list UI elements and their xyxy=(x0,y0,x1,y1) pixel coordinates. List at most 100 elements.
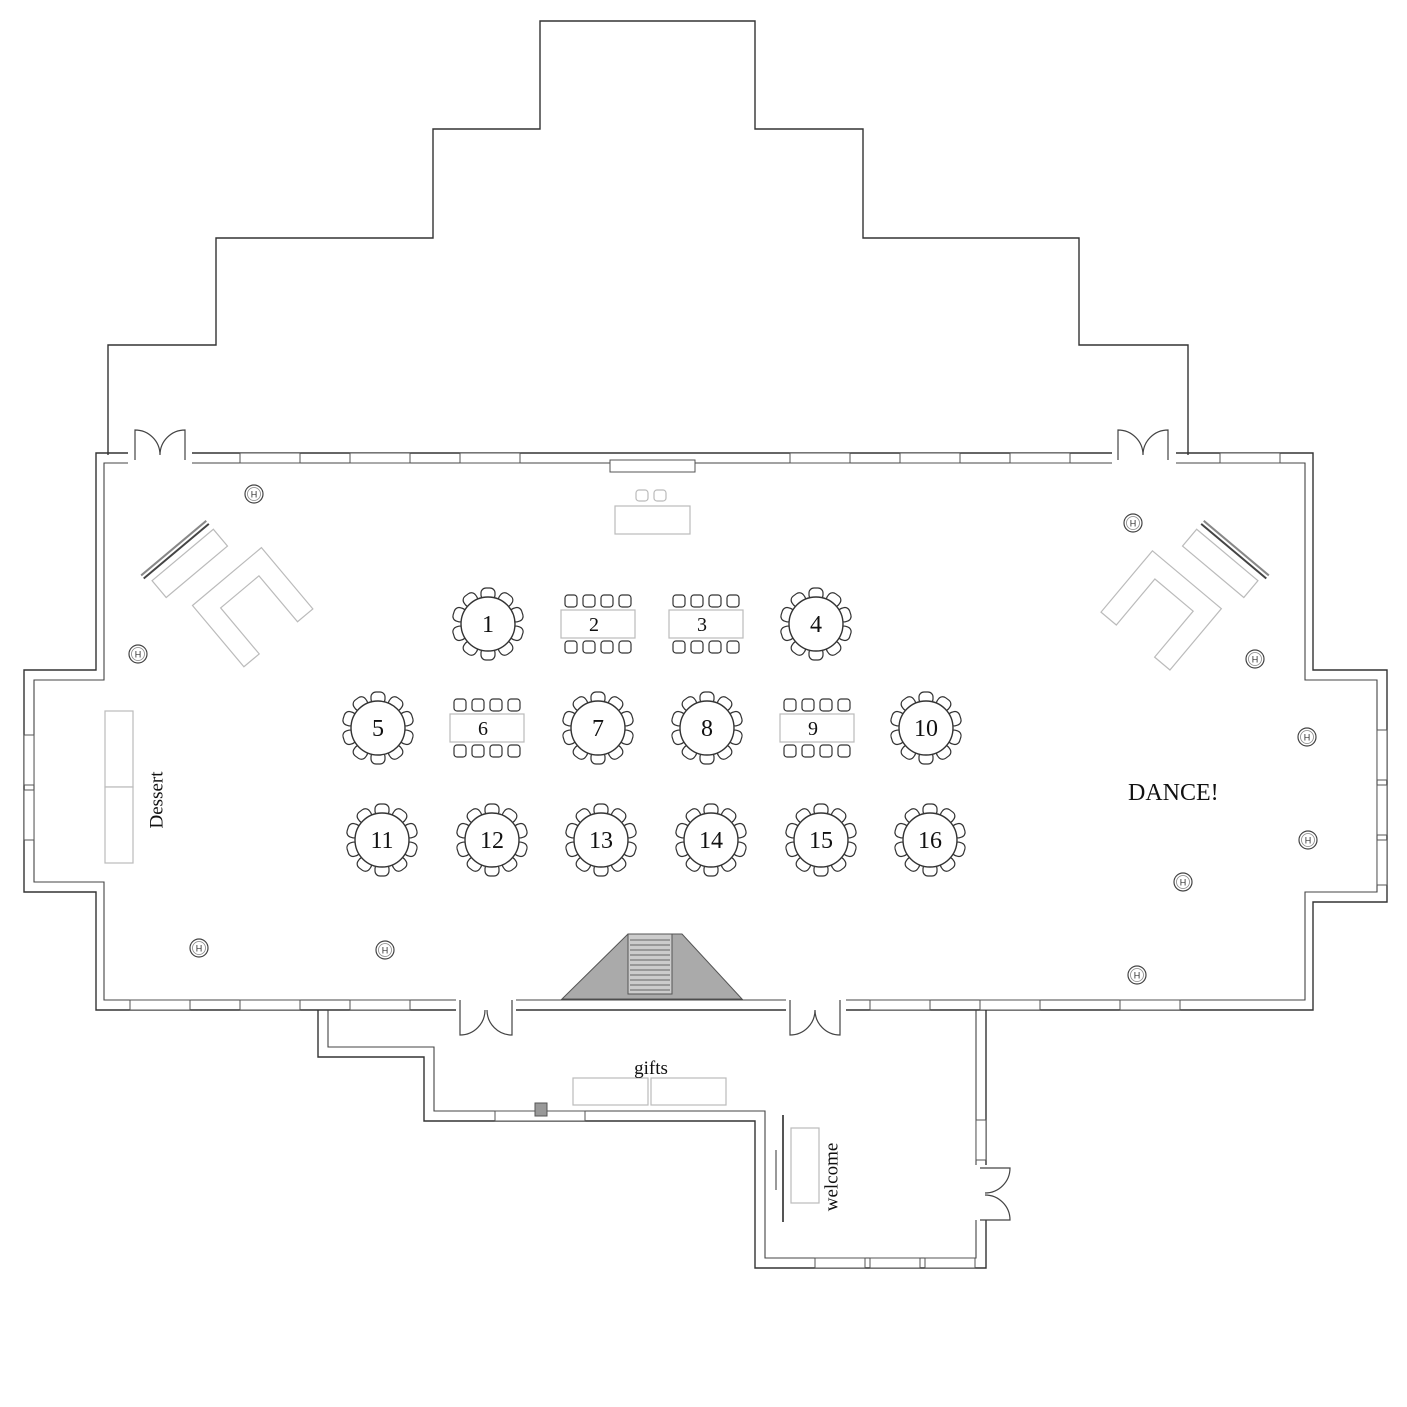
guest-table-13: 13 xyxy=(565,803,637,877)
guest-table-2: 2 xyxy=(560,594,636,654)
round-table xyxy=(464,812,520,868)
heater-label: H xyxy=(1134,971,1141,981)
chair xyxy=(618,640,632,654)
head-table xyxy=(614,489,691,535)
chair xyxy=(453,744,467,758)
heater-icon: H xyxy=(1127,965,1147,985)
chair xyxy=(672,640,686,654)
heater-label: H xyxy=(1252,655,1259,665)
guest-table-16: 16 xyxy=(894,803,966,877)
lounge-right xyxy=(1100,520,1270,671)
heater-label: H xyxy=(1180,878,1187,888)
table-number: 11 xyxy=(370,828,393,854)
heater-label: H xyxy=(1130,519,1137,529)
table-number: 16 xyxy=(918,828,942,854)
rect-table xyxy=(668,609,744,639)
guest-table-5: 5 xyxy=(342,691,414,765)
round-table xyxy=(898,700,954,756)
gifts-table: gifts xyxy=(572,1058,727,1106)
heater-icon: H xyxy=(1173,872,1193,892)
chair xyxy=(618,594,632,608)
table-number: 9 xyxy=(808,718,818,740)
heater-label: H xyxy=(135,650,142,660)
chair xyxy=(600,640,614,654)
heater-label: H xyxy=(382,946,389,956)
round-table xyxy=(573,812,629,868)
table-number: 7 xyxy=(592,716,604,742)
hall-walls xyxy=(23,452,1388,1011)
table-number: 2 xyxy=(589,614,599,636)
chair xyxy=(690,640,704,654)
stage xyxy=(560,933,744,1000)
guest-table-12: 12 xyxy=(456,803,528,877)
chair xyxy=(600,594,614,608)
chair xyxy=(564,594,578,608)
heater-icon: H xyxy=(1297,727,1317,747)
guest-table-14: 14 xyxy=(675,803,747,877)
round-table xyxy=(788,596,844,652)
heaters: H H H H H H H H H H xyxy=(128,484,1318,985)
round-table xyxy=(683,812,739,868)
gifts-label: gifts xyxy=(634,1058,668,1079)
heater-icon: H xyxy=(1298,830,1318,850)
doors xyxy=(128,429,1176,1036)
guest-table-9: 9 xyxy=(779,698,855,758)
guest-table-4: 4 xyxy=(780,587,852,661)
guest-table-6: 6 xyxy=(449,698,525,758)
heater-label: H xyxy=(196,944,203,954)
chair xyxy=(489,744,503,758)
heater-icon: H xyxy=(189,938,209,958)
table-number: 5 xyxy=(372,716,384,742)
heater-label: H xyxy=(1304,733,1311,743)
table-number: 13 xyxy=(589,828,613,854)
rect-table xyxy=(779,713,855,743)
terrace-outline xyxy=(107,20,1189,455)
table-number: 3 xyxy=(697,614,707,636)
chair xyxy=(837,744,851,758)
dessert-tables: Dessert xyxy=(104,710,168,864)
chair xyxy=(801,698,815,712)
welcome-table: welcome xyxy=(775,1115,843,1222)
chair xyxy=(471,698,485,712)
table-number: 1 xyxy=(482,612,494,638)
guest-table-11: 11 xyxy=(346,803,418,877)
top-windows xyxy=(23,452,1388,1011)
table-number: 6 xyxy=(478,718,488,740)
round-table xyxy=(570,700,626,756)
lounge-left xyxy=(140,520,314,668)
chair xyxy=(801,744,815,758)
heater-label: H xyxy=(251,490,258,500)
table-number: 8 xyxy=(701,716,713,742)
guest-table-7: 7 xyxy=(562,691,634,765)
chair xyxy=(672,594,686,608)
chair xyxy=(726,640,740,654)
rect-table xyxy=(449,713,525,743)
lobby-walls xyxy=(317,1010,1011,1269)
heater-icon: H xyxy=(1245,649,1265,669)
dessert-label: Dessert xyxy=(147,771,168,829)
round-table xyxy=(460,596,516,652)
guest-table-1: 1 xyxy=(452,587,524,661)
chair xyxy=(471,744,485,758)
table-number: 12 xyxy=(480,828,504,854)
chair xyxy=(819,698,833,712)
round-table xyxy=(793,812,849,868)
heater-label: H xyxy=(1305,836,1312,846)
heater-icon: H xyxy=(244,484,264,504)
chair xyxy=(489,698,503,712)
chair xyxy=(708,594,722,608)
chair xyxy=(564,640,578,654)
guest-table-15: 15 xyxy=(785,803,857,877)
guest-table-10: 10 xyxy=(890,691,962,765)
chair xyxy=(783,698,797,712)
table-number: 4 xyxy=(810,612,822,638)
heater-icon: H xyxy=(128,644,148,664)
rect-table xyxy=(560,609,636,639)
chair xyxy=(837,698,851,712)
dance-floor-label: DANCE! xyxy=(1128,780,1219,806)
chair xyxy=(507,744,521,758)
chair xyxy=(507,698,521,712)
chair xyxy=(690,594,704,608)
